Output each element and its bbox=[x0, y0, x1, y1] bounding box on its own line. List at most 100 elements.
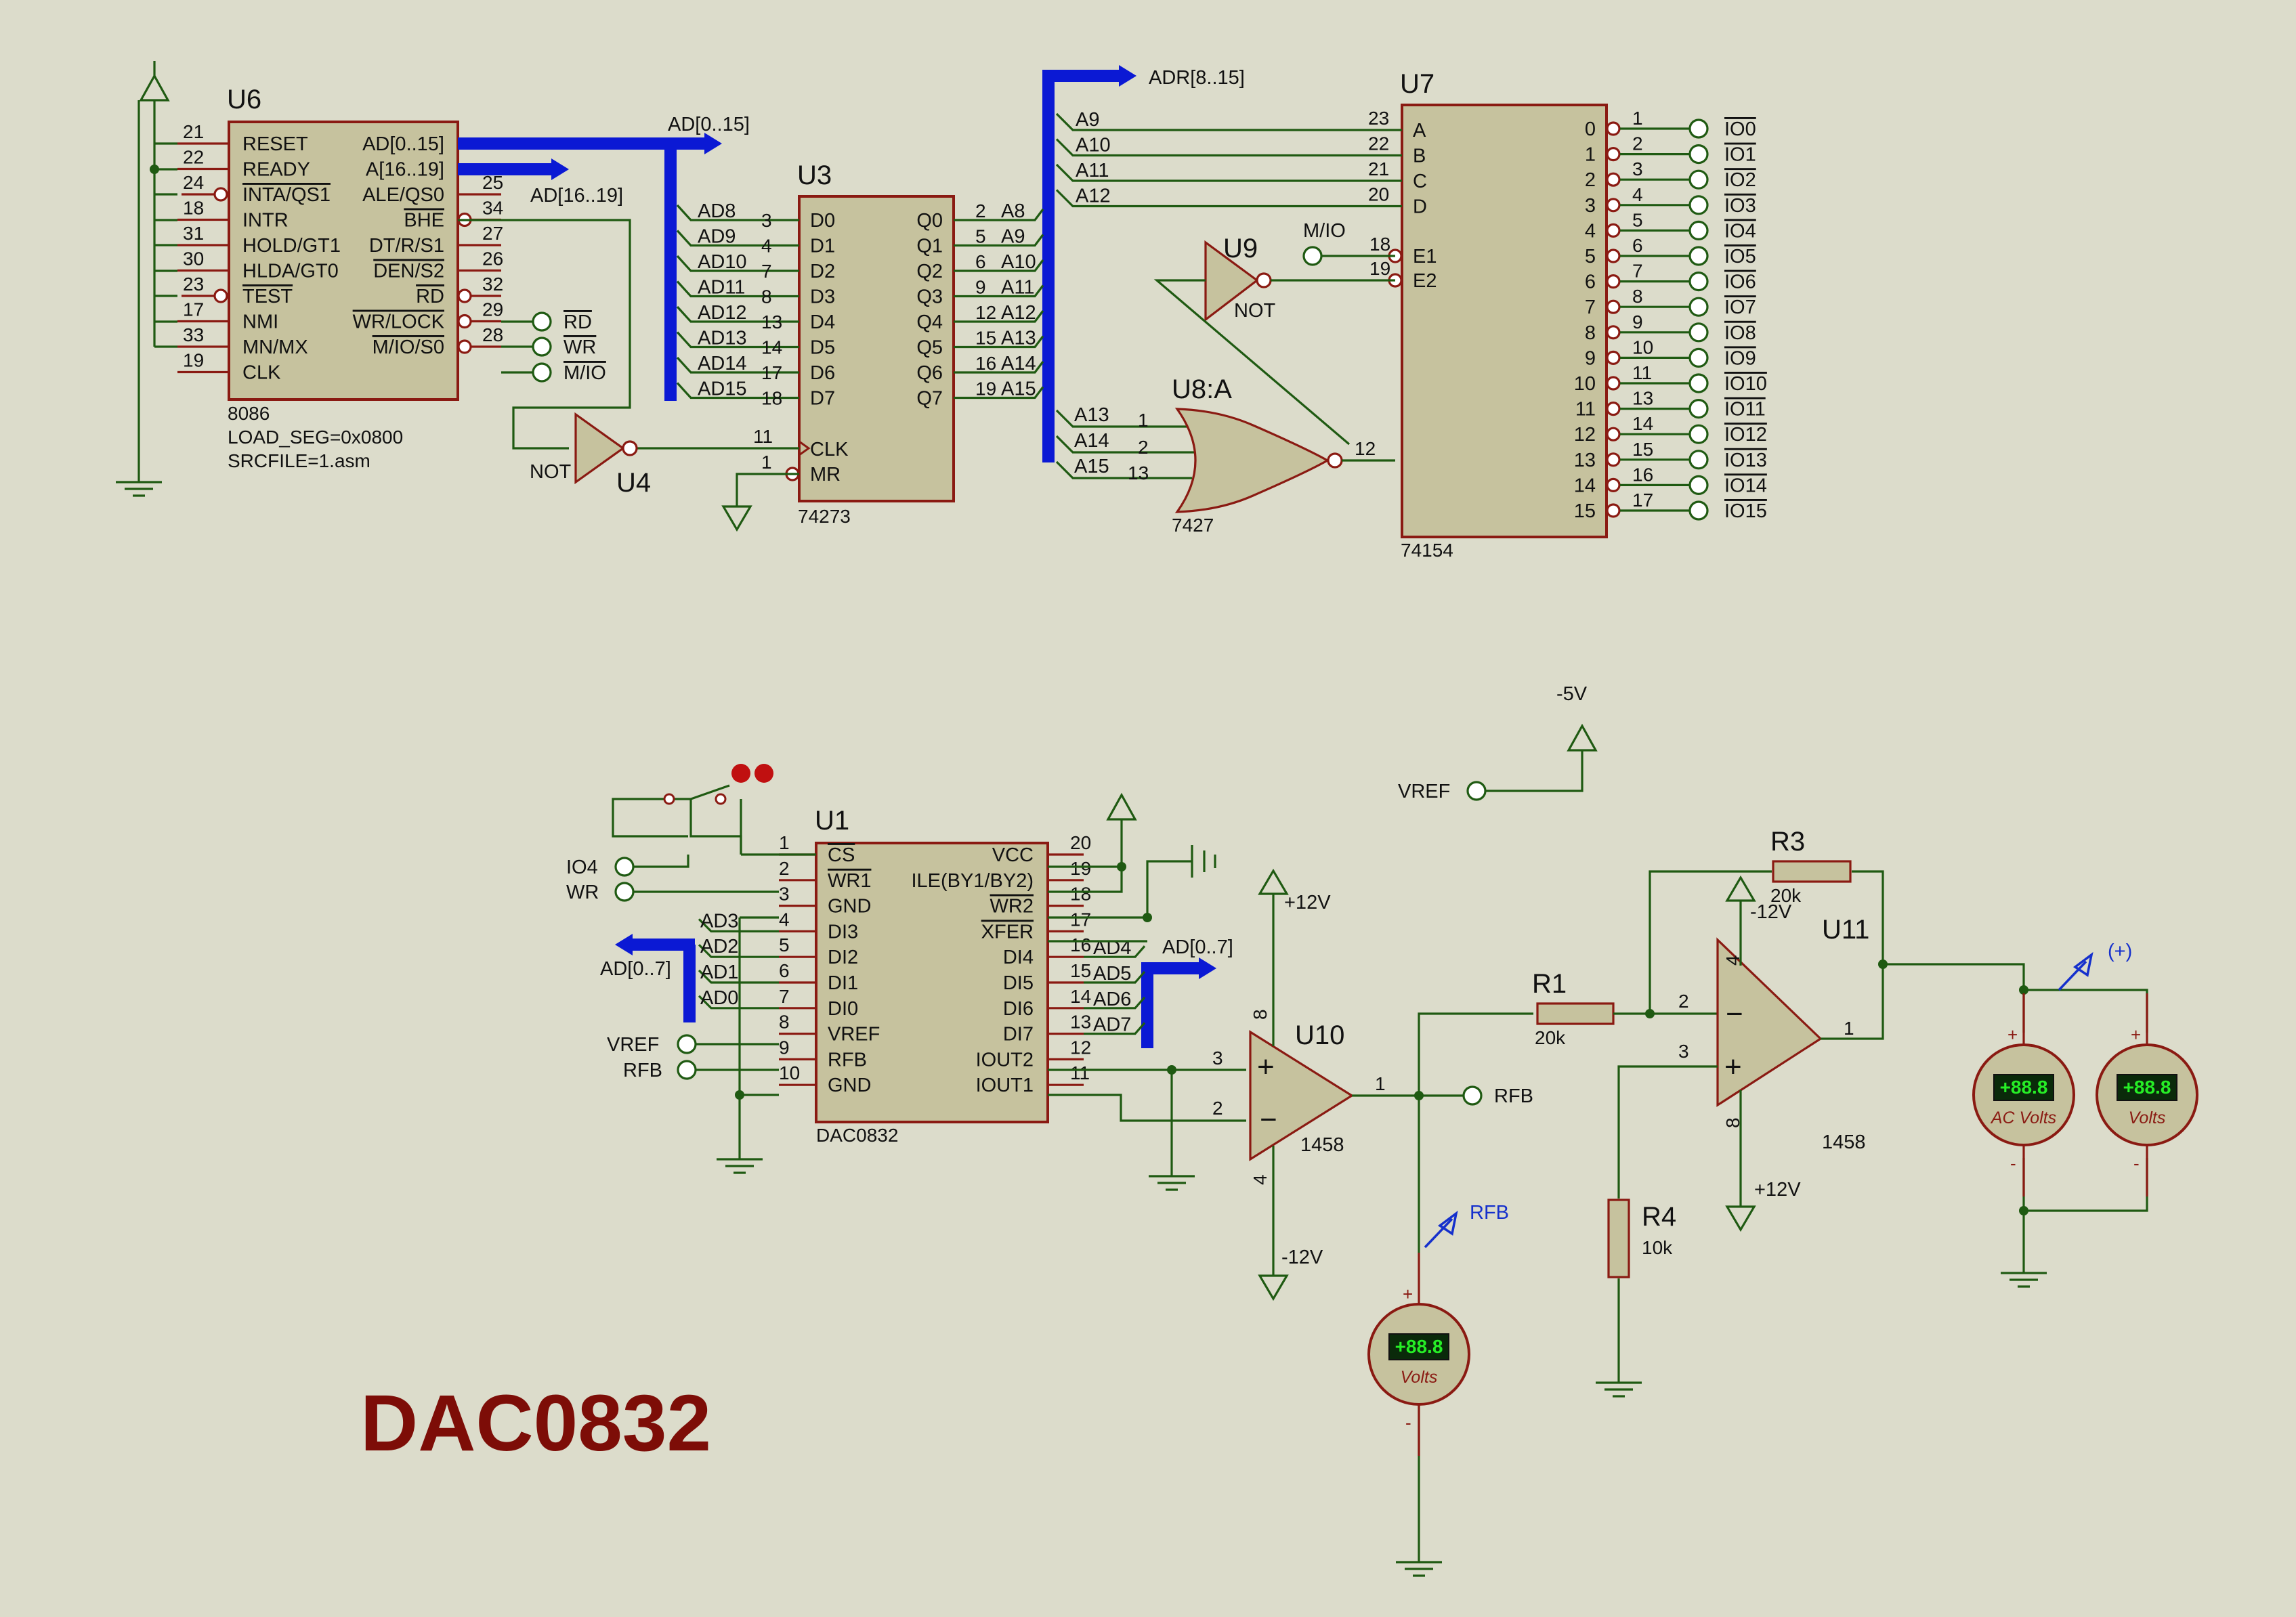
u7-rpin-15: 15 bbox=[1574, 500, 1596, 522]
u6-rpin-label-8: M/IO/S0 bbox=[373, 337, 444, 358]
u8a-pin-2: 2 bbox=[1138, 437, 1149, 458]
u4-not-gate[interactable]: NOT U4 bbox=[530, 412, 651, 498]
u7-rpin-14: 14 bbox=[1574, 475, 1596, 496]
u10-vpos: +12V bbox=[1284, 892, 1331, 913]
u3-lpin-6: D6 bbox=[810, 362, 835, 384]
u1-lpin-0: CS bbox=[828, 844, 855, 866]
meter-label-1: AC Volts bbox=[1990, 1108, 2056, 1127]
r3-feedback[interactable]: R3 20k bbox=[1645, 827, 1884, 1018]
dac-rfb-label: RFB bbox=[623, 1060, 662, 1081]
u1-hi-net-1: AD5 bbox=[1093, 963, 1131, 985]
u3-lpin-5: D5 bbox=[810, 337, 835, 359]
u7-74154-chip[interactable]: U7 74154 bbox=[1400, 69, 1608, 561]
u1-lpin-7: VREF bbox=[828, 1024, 880, 1045]
cs-switch[interactable] bbox=[612, 764, 816, 856]
rfb-probe[interactable]: RFB bbox=[1424, 1202, 1509, 1249]
u7-in-net-1: A10 bbox=[1076, 135, 1111, 156]
u6-rpin-32: 32 bbox=[482, 274, 503, 295]
u7-type: 74154 bbox=[1401, 540, 1453, 561]
meter-plus-2: + bbox=[2131, 1025, 2141, 1045]
u3-74273-chip[interactable]: U3 74273 bbox=[797, 160, 955, 527]
voltmeter-1[interactable]: +88.8AC Volts+- bbox=[1972, 993, 2075, 1196]
u7-opin-13: 13 bbox=[1632, 388, 1653, 409]
u6-pin-label-2: INTA/QS1 bbox=[242, 184, 331, 206]
u6-pin-label-3: INTR bbox=[242, 210, 289, 232]
u1-lpin-2: GND bbox=[828, 896, 871, 918]
u1-lo-net-1: AD2 bbox=[700, 936, 738, 957]
u3-opin-12: 12 bbox=[975, 302, 996, 323]
u6-pin-24: 24 bbox=[183, 172, 204, 193]
u10-opamp[interactable]: U10 1458 + − 3 2 1 8 4 +12V -12V bbox=[1212, 868, 1419, 1301]
u6-8086-chip[interactable]: U6 8086 LOAD_SEG=0x0800 SRCFILE=1.asm bbox=[227, 85, 459, 471]
u6-pin-label-0: RESET bbox=[242, 133, 308, 155]
output-probe[interactable]: (+) bbox=[2058, 941, 2132, 991]
u1-opin-13: 13 bbox=[1070, 1012, 1091, 1033]
u1-rpin-3: XFER bbox=[981, 921, 1034, 943]
u7-pin-21: 21 bbox=[1368, 158, 1389, 179]
u10-vneg: -12V bbox=[1281, 1247, 1323, 1268]
u9-label: NOT bbox=[1234, 300, 1276, 322]
u3-lpin-2: D2 bbox=[810, 261, 835, 282]
u7-pin-19: 19 bbox=[1369, 258, 1390, 279]
u3-in-net-7: AD15 bbox=[698, 379, 747, 400]
u7-rpin-0: 0 bbox=[1585, 118, 1596, 140]
r1-resistor[interactable]: R1 20k bbox=[1532, 969, 1718, 1048]
u7-io-label-9: IO9 bbox=[1724, 347, 1756, 369]
u1-pin-10: 10 bbox=[779, 1062, 800, 1083]
u3-out-net-7: A15 bbox=[1001, 379, 1036, 400]
u7-rpin-11: 11 bbox=[1575, 399, 1596, 421]
u11-vneg: -12V bbox=[1750, 901, 1792, 923]
u1-rpin-2: WR2 bbox=[990, 896, 1034, 918]
u7-opin-17: 17 bbox=[1632, 490, 1653, 511]
u3-pin-18: 18 bbox=[761, 388, 782, 409]
u7-io-label-13: IO13 bbox=[1724, 450, 1767, 471]
u6-ctrl-label-2: M/IO bbox=[564, 362, 606, 384]
u7-rpin-8: 8 bbox=[1585, 322, 1596, 344]
bus-label-dac-lo: AD[0..7] bbox=[600, 958, 671, 980]
ale-to-clk-net bbox=[458, 219, 799, 532]
u6-type: 8086 bbox=[228, 403, 270, 424]
u7-io-label-6: IO6 bbox=[1724, 272, 1756, 293]
u3-rpin-7: Q7 bbox=[916, 388, 943, 410]
u3-opin-6: 6 bbox=[975, 251, 986, 272]
u9-not-gate[interactable]: U9 NOT bbox=[1153, 234, 1395, 446]
u1-rpin-8: IOUT2 bbox=[976, 1049, 1034, 1071]
vref-label: VREF bbox=[1398, 781, 1450, 802]
meter-plus-1: + bbox=[2007, 1025, 2018, 1045]
r1-value: 20k bbox=[1535, 1027, 1566, 1048]
u7-io-label-10: IO10 bbox=[1724, 373, 1767, 395]
u11-ref: U11 bbox=[1822, 915, 1869, 945]
u6-pin-22: 22 bbox=[183, 147, 204, 168]
u1-rpin-9: IOUT1 bbox=[976, 1075, 1034, 1096]
u7-io-label-0: IO0 bbox=[1724, 118, 1756, 140]
bus-label-ad16-19: AD[16..19] bbox=[530, 185, 623, 207]
u1-opin-20: 20 bbox=[1070, 832, 1091, 853]
u3-opin-9: 9 bbox=[975, 277, 986, 298]
u7-opin-9: 9 bbox=[1632, 311, 1643, 332]
meter-plus-0: + bbox=[1403, 1284, 1413, 1304]
r3-ref: R3 bbox=[1770, 827, 1805, 857]
u10-ref: U10 bbox=[1295, 1020, 1344, 1050]
rfb-node: RFB bbox=[1395, 1012, 1533, 1577]
u8a-pin-13: 13 bbox=[1128, 462, 1149, 483]
u3-pin-3: 3 bbox=[761, 210, 772, 231]
u3-in-net-0: AD8 bbox=[698, 200, 736, 222]
u1-pin-5: 5 bbox=[779, 934, 790, 955]
r4-resistor[interactable]: R4 10k bbox=[1607, 1199, 1676, 1278]
u8a-pin-12: 12 bbox=[1355, 438, 1376, 459]
u1-lpin-1: WR1 bbox=[828, 870, 871, 892]
r3-value: 20k bbox=[1770, 885, 1802, 906]
u1-pin-8: 8 bbox=[779, 1012, 790, 1033]
u6-pin-label-1: READY bbox=[242, 159, 310, 181]
u11-opamp[interactable]: U11 1458 − + 2 3 1 4 8 -12V +12V bbox=[1594, 875, 1884, 1398]
u3-out-net-3: A11 bbox=[1001, 277, 1034, 299]
u7-io-label-11: IO11 bbox=[1724, 399, 1766, 421]
u7-rpin-4: 4 bbox=[1585, 220, 1596, 242]
dac-wr-label: WR bbox=[566, 882, 599, 903]
u1-pin-1: 1 bbox=[779, 832, 790, 853]
u1-lpin-3: DI3 bbox=[828, 921, 858, 943]
u8a-nor-gate[interactable]: U8:A 7427 1 2 13 12 bbox=[1128, 374, 1395, 536]
